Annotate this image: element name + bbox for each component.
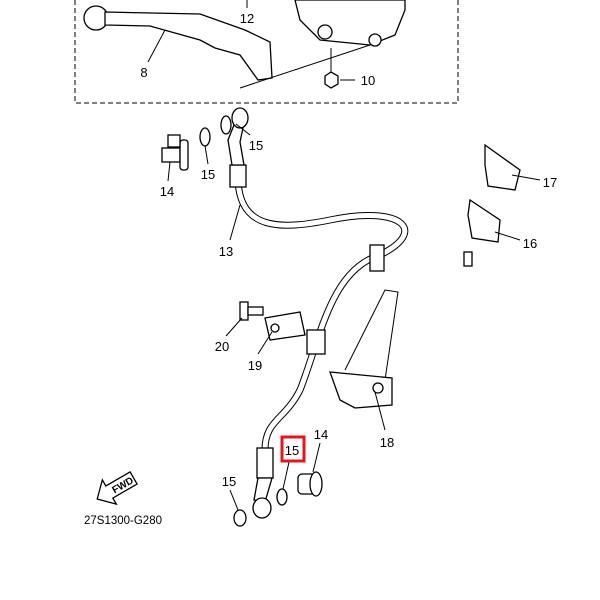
screw-part[interactable] bbox=[463, 251, 473, 267]
fwd-label: FWD bbox=[110, 475, 135, 496]
hose-holder-part[interactable] bbox=[467, 198, 501, 243]
callout-17: 17 bbox=[543, 175, 557, 190]
callout-13: 13 bbox=[219, 244, 233, 259]
fwd-arrow-icon: FWD bbox=[96, 471, 138, 506]
callout-15: 15 bbox=[222, 474, 236, 489]
lower-brake-hose[interactable] bbox=[252, 244, 385, 519]
clamp-bolt-part[interactable] bbox=[239, 301, 264, 321]
callout-15: 15 bbox=[201, 167, 215, 182]
callout-15-highlighted[interactable]: 15 bbox=[285, 443, 299, 458]
union-bolt-part[interactable] bbox=[297, 471, 323, 497]
callout-8: 8 bbox=[140, 65, 147, 80]
diagram-code: 27S1300-G280 bbox=[84, 515, 162, 527]
upper-brake-hose[interactable] bbox=[227, 107, 409, 259]
hose-bracket-part[interactable] bbox=[329, 289, 399, 409]
callout-20: 20 bbox=[215, 339, 229, 354]
copper-washer-part[interactable] bbox=[199, 127, 211, 147]
highlight-box bbox=[280, 435, 306, 463]
master-cylinder-assembly-box bbox=[74, 0, 459, 104]
union-bolt-part[interactable] bbox=[161, 134, 189, 171]
copper-washer-part[interactable] bbox=[233, 509, 247, 527]
master-cylinder-part[interactable] bbox=[294, 0, 406, 47]
callout-10: 10 bbox=[361, 73, 375, 88]
brake-lever-part[interactable] bbox=[83, 5, 273, 81]
callout-18: 18 bbox=[380, 435, 394, 450]
hose-clamp-part[interactable] bbox=[264, 311, 306, 341]
hose-guide-part[interactable] bbox=[484, 143, 521, 191]
callout-14: 14 bbox=[314, 427, 328, 442]
callout-14: 14 bbox=[160, 184, 174, 199]
nut-part[interactable] bbox=[324, 71, 339, 89]
callout-15: 15 bbox=[249, 138, 263, 153]
copper-washer-part[interactable] bbox=[276, 488, 288, 506]
callout-19: 19 bbox=[248, 358, 262, 373]
leader-lines bbox=[147, 0, 541, 511]
callout-12: 12 bbox=[240, 11, 254, 26]
callout-16: 16 bbox=[523, 236, 537, 251]
copper-washer-part[interactable] bbox=[220, 115, 232, 135]
